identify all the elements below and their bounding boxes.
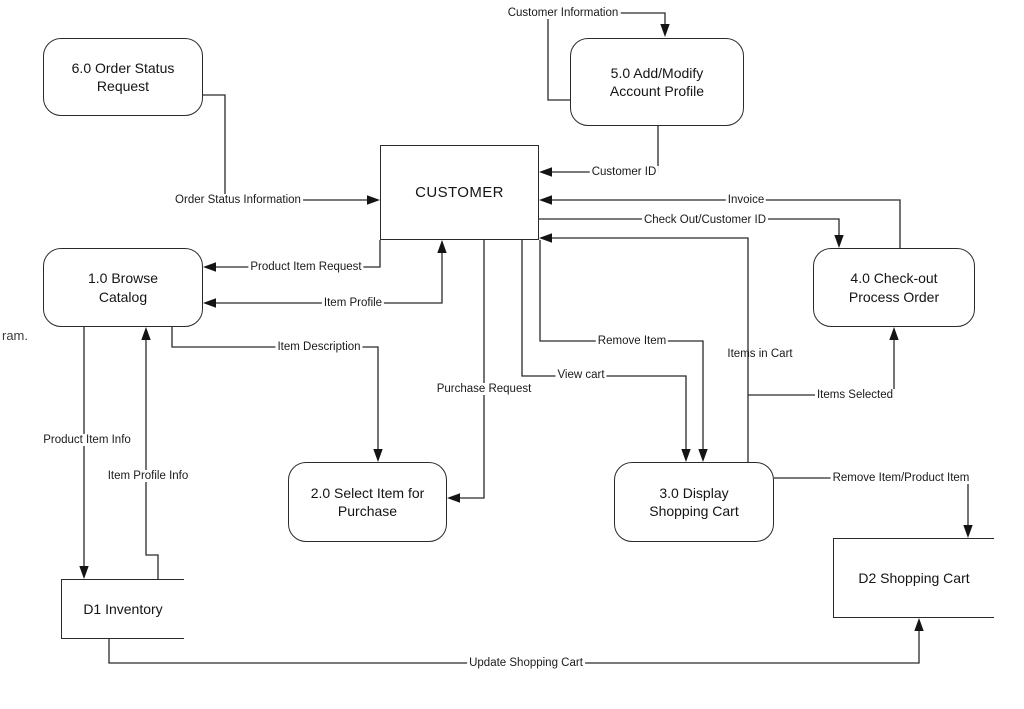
flow-label-customer-information: Customer Information xyxy=(505,7,621,19)
flow-label-check-out-customer-id: Check Out/Customer ID xyxy=(641,214,769,226)
flow-label-product-item-request: Product Item Request xyxy=(248,261,364,273)
flow-view-cart-line xyxy=(521,240,691,462)
flow-label-order-status-information: Order Status Information xyxy=(173,194,303,206)
flow-remove-item-line xyxy=(539,240,708,462)
process-check-out-process-order: 4.0 Check-out Process Order xyxy=(813,248,975,327)
flow-items-in-cart-line xyxy=(539,233,749,462)
flow-label-customer-id: Customer ID xyxy=(589,166,659,178)
flow-label-remove-item: Remove Item xyxy=(595,335,669,347)
external-entity-customer: CUSTOMER xyxy=(380,145,539,240)
flow-item-profile-info-line xyxy=(141,327,159,579)
flow-label-update-shopping-cart: Update Shopping Cart xyxy=(467,657,585,669)
flow-items-selected-line xyxy=(748,327,899,396)
cropped-page-text: ram. xyxy=(2,328,28,343)
flow-item-description-line xyxy=(171,327,383,462)
process-browse-catalog: 1.0 Browse Catalog xyxy=(43,248,203,327)
flow-label-item-profile-info: Item Profile Info xyxy=(105,470,191,482)
flow-label-item-description: Item Description xyxy=(275,341,363,353)
flow-label-invoice: Invoice xyxy=(725,194,767,206)
flow-product-item-info-line xyxy=(79,327,89,579)
flow-label-view-cart: View cart xyxy=(555,369,607,381)
process-order-status-request: 6.0 Order Status Request xyxy=(43,38,203,116)
flow-label-items-in-cart: Items in Cart xyxy=(727,348,793,360)
data-store-inventory: D1 Inventory xyxy=(61,579,184,639)
flow-check-out-customer-id-line xyxy=(539,218,844,248)
flow-label-product-item-info: Product Item Info xyxy=(41,434,133,446)
flow-label-item-profile: Item Profile xyxy=(321,297,385,309)
flow-remove-item-product-item-line xyxy=(774,477,973,538)
flow-purchase-request-line xyxy=(447,240,485,503)
flow-label-remove-item-product-item: Remove Item/Product Item xyxy=(830,472,972,484)
process-display-shopping-cart: 3.0 Display Shopping Cart xyxy=(614,462,774,542)
flow-invoice-line xyxy=(539,195,901,248)
flow-label-items-selected: Items Selected xyxy=(814,389,896,401)
data-store-shopping-cart: D2 Shopping Cart xyxy=(833,538,994,618)
flow-label-purchase-request: Purchase Request xyxy=(434,383,534,395)
flow-order-status-information-line xyxy=(203,94,380,205)
process-select-item-for-purchase: 2.0 Select Item for Purchase xyxy=(288,462,447,542)
process-add-modify-account-profile: 5.0 Add/Modify Account Profile xyxy=(570,38,744,126)
flow-customer-information-line xyxy=(547,12,670,101)
flow-item-profile-line xyxy=(203,240,447,308)
